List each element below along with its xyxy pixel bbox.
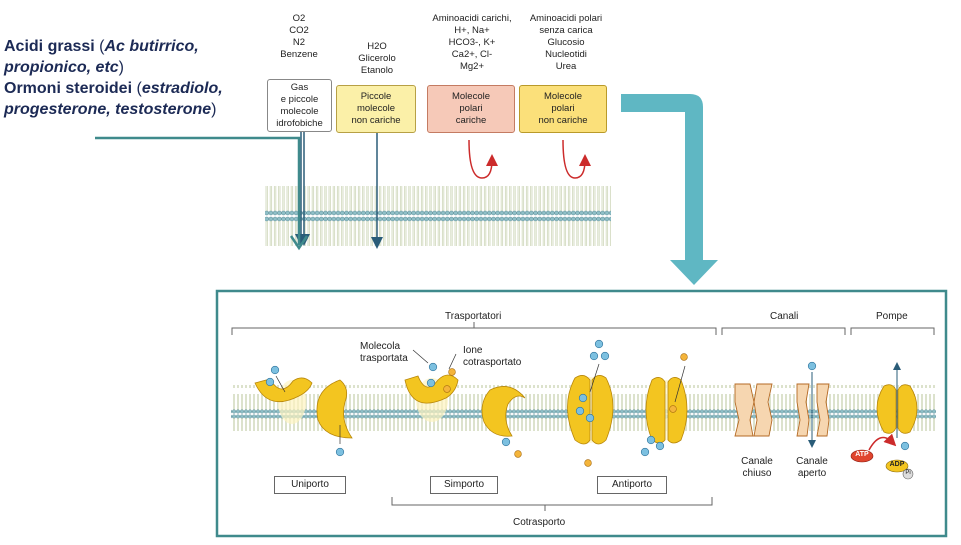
simporto-proteins xyxy=(404,349,526,458)
gas-molecule-4: Benzene xyxy=(280,49,318,60)
gas-molecule-2: CO2 xyxy=(289,25,309,36)
atp-label: ATP xyxy=(855,451,869,458)
small-molecules-list: H2O Glicerolo Etanolo xyxy=(340,41,414,77)
uniporto-label: Uniporto xyxy=(274,476,346,494)
ione-cotrasportato-label: Ione cotrasportato xyxy=(463,345,522,368)
adp-badge xyxy=(885,459,909,473)
gas-molecule-3: N2 xyxy=(292,37,306,48)
charged-box: Molecole polari cariche xyxy=(427,85,515,133)
charged-bounce-arrow xyxy=(468,139,498,179)
charged-molecule-5: Mg2+ xyxy=(459,61,485,72)
small-molecule-2: Glicerolo xyxy=(358,53,396,64)
uniporto-proteins xyxy=(254,365,353,457)
gas-molecules-list: O2 CO2 N2 Benzene xyxy=(264,13,334,61)
gas-box: Gas e piccole molecole idrofobiche xyxy=(267,79,332,132)
molecola-trasportata-label: Molecola trasportata xyxy=(360,341,408,364)
polar-molecule-3: Glucosio xyxy=(547,37,585,48)
fatty-acids-detail: Ac butirrico, propionico, etc xyxy=(4,38,199,76)
bracket-pompe xyxy=(850,327,935,335)
polar-molecules-list: Aminoacidi polari senza carica Glucosio … xyxy=(516,13,616,73)
pi-label: Pi xyxy=(905,470,911,476)
antiporto-proteins xyxy=(567,339,688,467)
polar-box: Molecole polari non cariche xyxy=(519,85,607,133)
charged-molecule-1: Aminoacidi carichi, xyxy=(432,13,512,24)
top-membrane xyxy=(265,181,611,253)
channel-proteins xyxy=(734,361,830,448)
bracket-canali xyxy=(721,327,846,335)
charged-molecule-2: H+, Na+ xyxy=(454,25,490,36)
canali-label: Canali xyxy=(770,311,799,322)
pump-protein xyxy=(850,362,918,480)
polar-molecule-5: Urea xyxy=(555,61,577,72)
charged-molecule-4: Ca2+, Cl- xyxy=(451,49,493,60)
polar-molecule-1: Aminoacidi polari xyxy=(529,13,603,24)
steroids-title: Ormoni steroidei xyxy=(4,80,133,97)
side-note-pointer xyxy=(95,136,301,245)
steroids-detail: estradiolo, progesterone, testosterone xyxy=(4,80,223,118)
small-molecule-3: Etanolo xyxy=(360,65,394,76)
antiporto-label: Antiporto xyxy=(597,476,667,494)
charged-molecules-list: Aminoacidi carichi, H+, Na+ HCO3-, K+ Ca… xyxy=(417,13,527,73)
cotrasporto-label: Cotrasporto xyxy=(513,517,566,528)
polar-bounce-arrow xyxy=(562,139,591,179)
fatty-acids-title: Acidi grassi xyxy=(4,38,95,55)
side-note: Acidi grassi (Ac butirrico, propionico, … xyxy=(4,38,223,118)
canale-aperto-label: Canale aperto xyxy=(796,456,828,479)
pompe-label: Pompe xyxy=(876,311,908,322)
bracket-cotrasporto xyxy=(391,497,713,506)
polar-molecule-4: Nucleotidi xyxy=(545,49,587,60)
polar-molecule-2: senza carica xyxy=(539,25,593,36)
trasportatori-label: Trasportatori xyxy=(445,311,502,322)
adp-label: ADP xyxy=(889,461,905,468)
canale-chiuso-label: Canale chiuso xyxy=(741,456,773,479)
gas-molecule-1: O2 xyxy=(292,13,306,24)
small-molecule-1: H2O xyxy=(367,41,387,52)
charged-molecule-3: HCO3-, K+ xyxy=(448,37,496,48)
atp-badge xyxy=(850,449,874,463)
small-box: Piccole molecole non cariche xyxy=(336,85,416,133)
simporto-label: Simporto xyxy=(430,476,498,494)
pi-badge xyxy=(902,468,914,480)
big-teal-arrow xyxy=(621,94,718,285)
